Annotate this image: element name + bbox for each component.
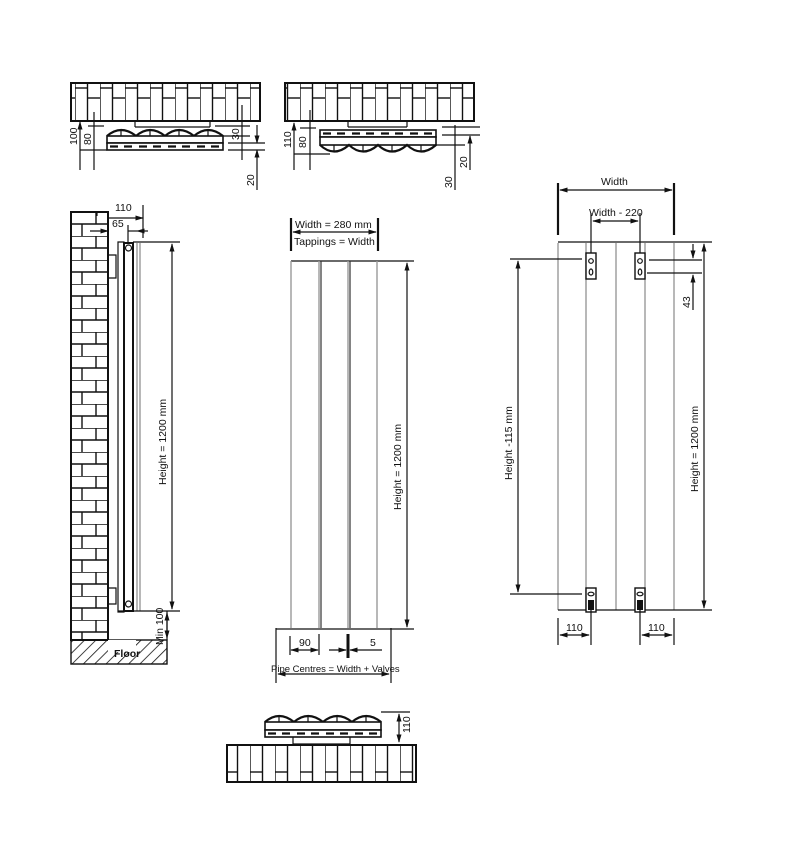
height-minus-label: Height -115 mm — [503, 406, 515, 480]
dim-110-right: 110 — [648, 622, 665, 634]
dim-20: 20 — [458, 156, 470, 168]
top-right-bracket — [634, 252, 646, 280]
rear-view: Width Width - 220 — [503, 176, 712, 645]
wall-bricks — [284, 82, 475, 122]
tappings-label: Tappings = Width — [294, 236, 375, 248]
side-view: Floor 110 65 Height = 1200 mm Min 100 — [70, 202, 180, 665]
dim-90: 90 — [299, 637, 311, 649]
wall-bricks — [226, 744, 417, 783]
plan-view-top-left: 100 80 30 20 — [68, 82, 265, 190]
dim-5: 5 — [370, 637, 376, 649]
wall-bricks — [70, 211, 109, 641]
width-label: Width — [601, 176, 628, 188]
plan-view-top-right: 110 80 30 20 — [282, 82, 480, 190]
dim-110-left: 110 — [566, 622, 583, 634]
radiator-panels — [264, 714, 382, 738]
plan-view-bottom: 110 — [226, 711, 417, 783]
min-clearance: Min 100 — [154, 607, 166, 645]
dim-20: 20 — [245, 174, 257, 186]
height-label: Height = 1200 mm — [392, 424, 404, 510]
top-left-bracket — [585, 252, 597, 280]
radiator-panels — [319, 129, 437, 153]
height-label: Height = 1200 mm — [689, 406, 701, 492]
dim-100: 100 — [68, 127, 80, 145]
height-label: Height = 1200 mm — [157, 399, 169, 485]
dim-110: 110 — [115, 202, 132, 214]
dim-43: 43 — [681, 296, 693, 308]
width-label: Width = 280 mm — [295, 219, 372, 231]
dim-110: 110 — [401, 716, 413, 733]
dim-30: 30 — [443, 176, 455, 188]
dim-80: 80 — [82, 133, 94, 145]
pipe-centres-label: Pipe Centres = Width + Valves — [271, 664, 400, 675]
dim-30: 30 — [230, 128, 242, 140]
floor-label: Floor — [114, 648, 140, 660]
width-minus-label: Width - 220 — [589, 207, 643, 219]
wall-bricks — [70, 82, 261, 122]
front-view: Width = 280 mm Tappings = Width Height =… — [271, 218, 414, 683]
dim-80: 80 — [297, 136, 309, 148]
dim-110: 110 — [282, 131, 294, 148]
dim-65: 65 — [112, 218, 124, 230]
radiator-panels — [106, 128, 224, 151]
